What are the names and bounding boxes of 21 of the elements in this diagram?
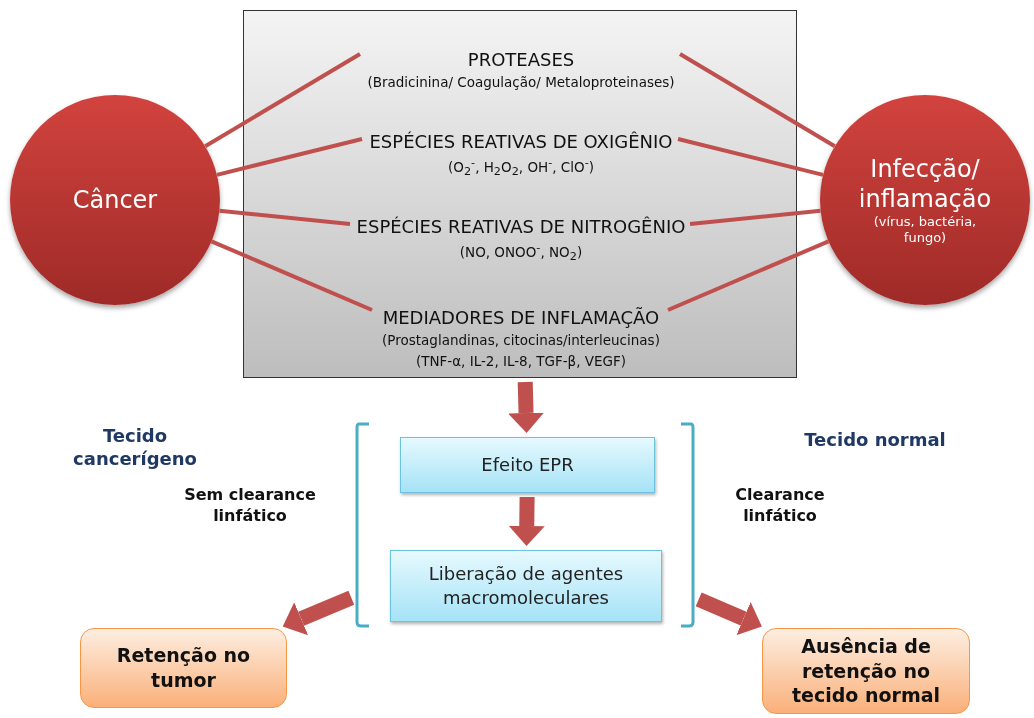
circle-label: Câncer (72, 185, 158, 215)
group-heading: ESPÉCIES REATIVAS DE OXIGÊNIO (369, 130, 673, 155)
arrow-note: Sem clearance linfático (183, 485, 317, 527)
circle-note: (vírus, bactéria, fungo) (872, 213, 978, 247)
group-detail: (O$_{2}$$^{-}$, H$_{2}$O$_{2}$, OH$^{-}$, ClO$^{-}$) (448, 154, 594, 180)
group-detail: (NO, ONOO$^{-}$, NO$_{2}$) (459, 239, 583, 265)
outcome-box: Ausência de retenção no tecido normal (762, 628, 970, 714)
section-heading: Tecido cancerígeno (72, 424, 198, 471)
group-heading: MEDIADORES DE INFLAMAÇÃO (382, 306, 660, 331)
group-heading: PROTEASES (467, 48, 575, 73)
arrow-note: Clearance linfático (734, 485, 826, 527)
process-box: Efeito EPR (400, 437, 655, 493)
group-heading: ESPÉCIES REATIVAS DE NITROGÊNIO (356, 215, 686, 240)
process-box: Liberação de agentes macromoleculares (390, 550, 662, 622)
mediator-panel (243, 10, 797, 378)
group-detail: (Bradicinina/ Coagulação/ Metaloproteinases) (367, 73, 675, 93)
circle-label: Infecção/ inflamação (858, 153, 992, 214)
group-detail: (Prostaglandinas, citocinas/interleucinas) (382, 331, 660, 351)
outcome-box: Retenção no tumor (80, 628, 287, 708)
group-detail: (TNF-α, IL-2, IL-8, TGF-β, VEGF) (415, 351, 627, 371)
section-heading: Tecido normal (803, 428, 947, 452)
